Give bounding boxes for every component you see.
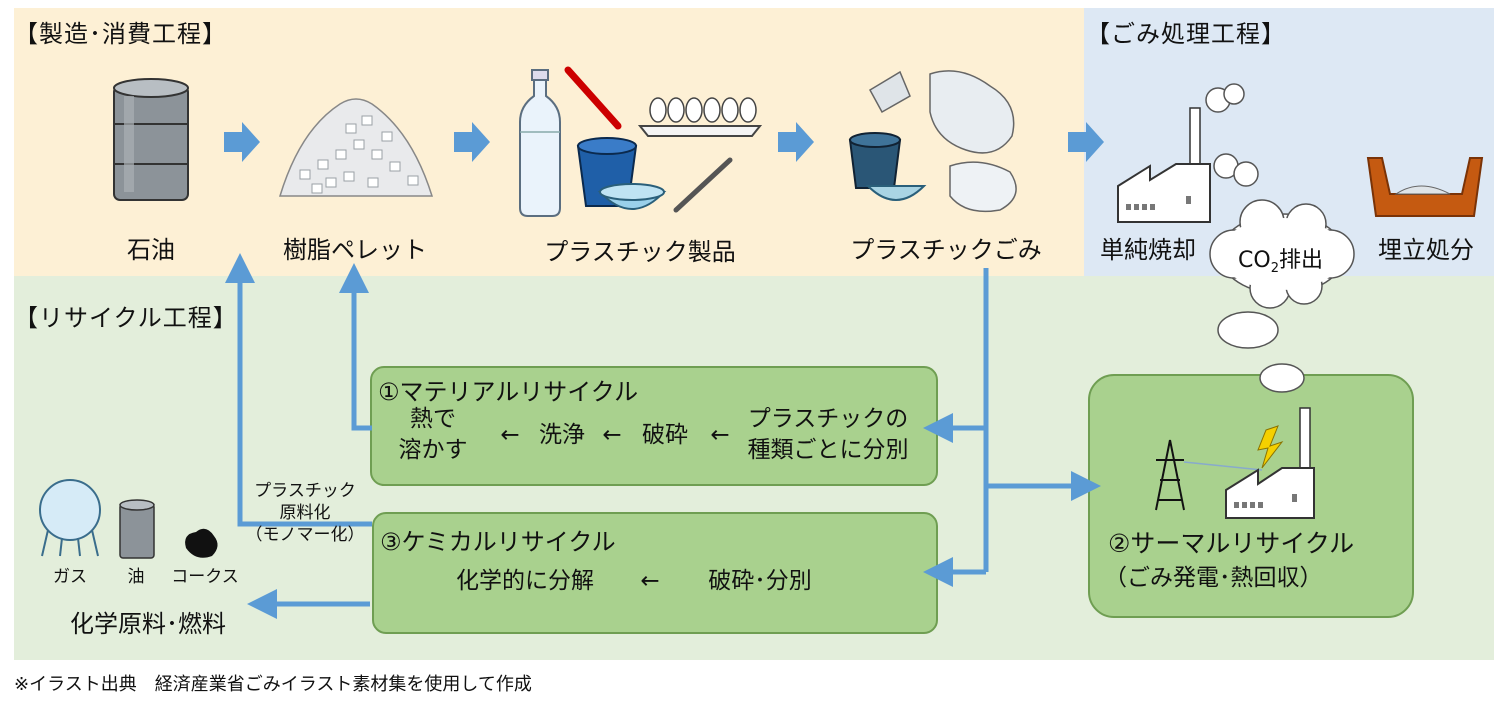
plastic-products-icon xyxy=(519,66,763,217)
power-plant-icon xyxy=(1155,407,1315,519)
thermal-recycle-title: ②サーマルリサイクル xyxy=(1108,529,1355,558)
gas-label: ガス xyxy=(53,567,87,587)
coke-icon xyxy=(185,528,218,558)
melt-label: 熱で溶かす xyxy=(398,406,468,463)
arrow-left: ← xyxy=(602,422,622,448)
thermal-recycle-subtitle: （ごみ発電･熱回収） xyxy=(1104,565,1323,591)
incineration-label: 単純焼却 xyxy=(1100,236,1196,264)
feedstock-recycling-label: プラスチック 原料化 （モノマー化） xyxy=(245,481,365,545)
arrow-left: ← xyxy=(640,568,660,594)
material-recycle-title: ①マテリアルリサイクル xyxy=(378,378,639,406)
oil-small-label: 油 xyxy=(127,567,145,587)
arrow-left: ← xyxy=(500,422,520,448)
small-oil-drum-icon xyxy=(119,499,155,559)
disposal-section-title: 【ごみ処理工程】 xyxy=(1086,20,1286,48)
oil-label: 石油 xyxy=(127,236,175,264)
decompose-label: 化学的に分解 xyxy=(456,568,594,594)
chemical-recycle-title: ③ケミカルリサイクル xyxy=(380,528,616,556)
plastic-waste-label: プラスチックごみ xyxy=(850,236,1042,264)
flow-arrows xyxy=(224,122,1104,162)
wash-label: 洗浄 xyxy=(539,422,585,448)
chemical-feedstock-fuel-label: 化学原料･燃料 xyxy=(70,610,226,638)
resin-pellet-pile-icon xyxy=(278,98,434,197)
resin-pellet-label: 樹脂ペレット xyxy=(283,236,427,264)
landfill-icon xyxy=(1366,157,1484,217)
production-section-title: 【製造･消費工程】 xyxy=(14,20,227,48)
gas-tank-icon xyxy=(39,479,101,557)
plastic-products-label: プラスチック製品 xyxy=(544,238,736,266)
crush-sort-label: 破砕･分別 xyxy=(708,568,812,594)
arrow-left: ← xyxy=(710,422,730,448)
plastic-waste-icon xyxy=(848,70,1017,213)
oil-drum-icon xyxy=(113,78,189,201)
material-recycle-box xyxy=(370,366,938,486)
crush-label: 破砕 xyxy=(642,422,688,448)
incinerator-factory-icon xyxy=(1117,83,1259,223)
sort-by-type-label: プラスチックの種類ごとに分別 xyxy=(747,406,909,463)
coke-label: コークス xyxy=(171,567,239,587)
co2-emission-label: CO2排出 xyxy=(1238,248,1323,276)
chemical-recycle-box xyxy=(372,512,938,634)
landfill-label: 埋立処分 xyxy=(1378,236,1474,264)
illustration-source-footnote: ※イラスト出典 経済産業省ごみイラスト素材集を使用して作成 xyxy=(14,674,532,695)
recycling-section-title: 【リサイクル工程】 xyxy=(14,304,238,332)
